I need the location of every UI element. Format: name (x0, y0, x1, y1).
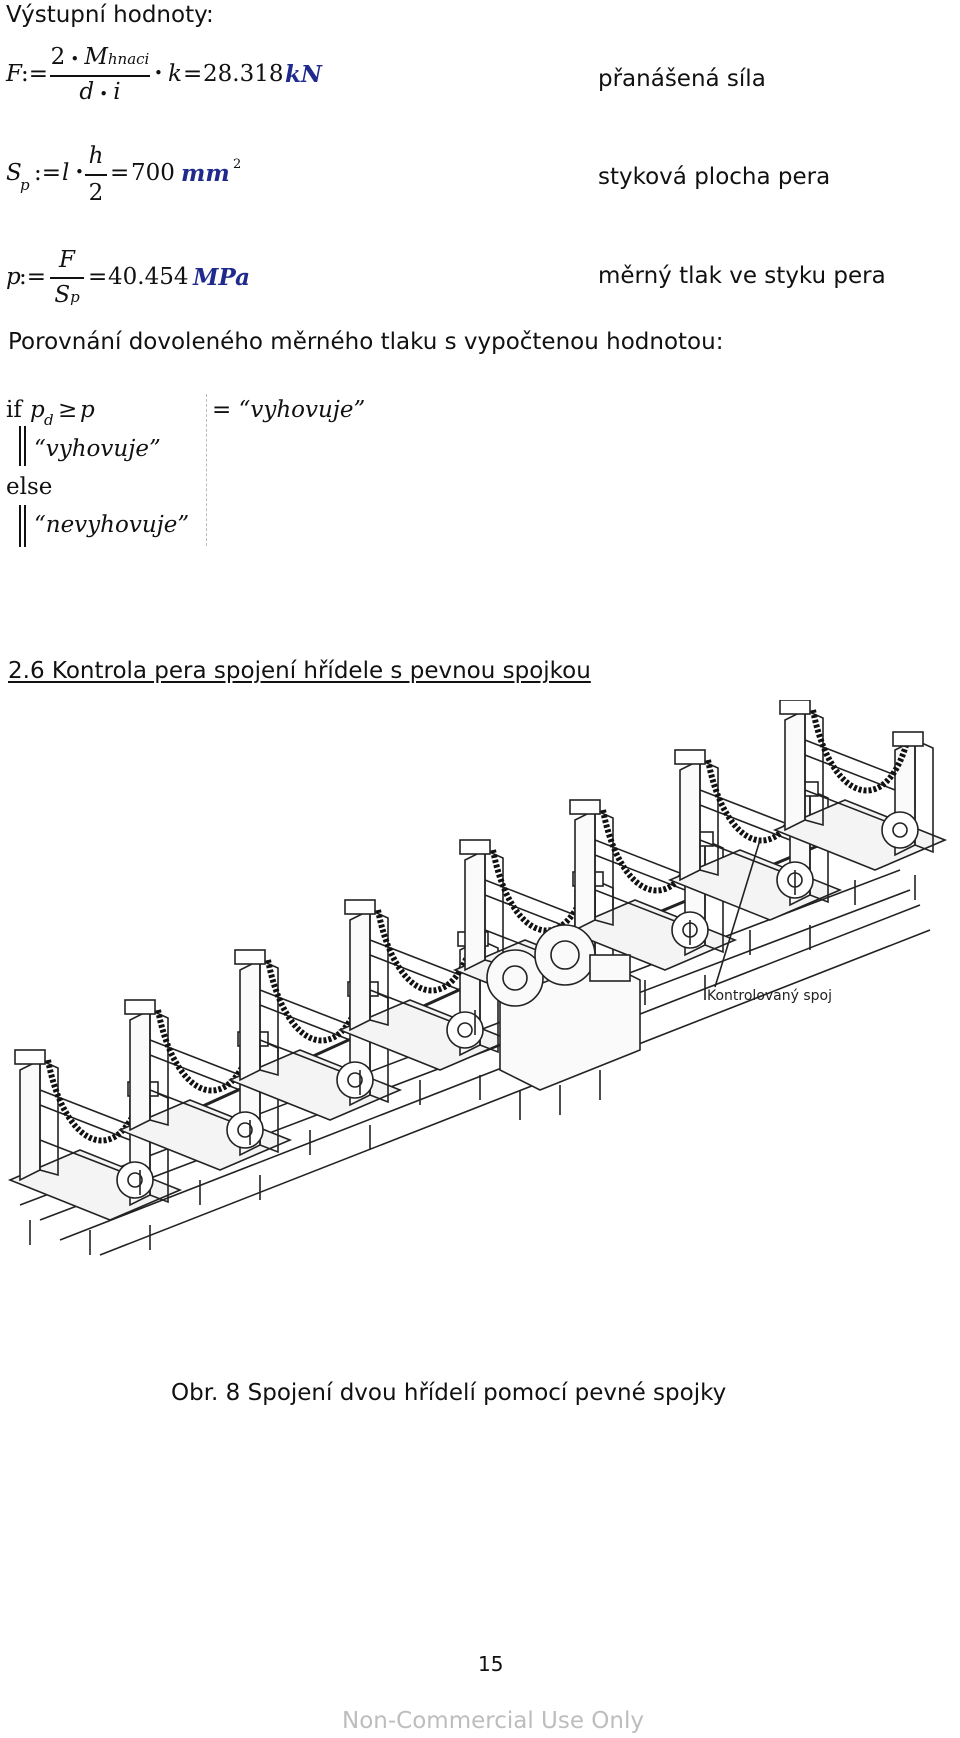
condition-rhs: p (80, 397, 95, 423)
section-heading: 2.6 Kontrola pera spojení hřídele s pevn… (8, 658, 591, 684)
outputs-heading: Výstupní hodnoty: (6, 2, 214, 28)
area-subscript: p (20, 176, 30, 194)
area-unit: mm (181, 160, 230, 187)
condition-subscript: d (44, 411, 54, 429)
assign-operator: := (21, 61, 49, 87)
area-description: styková plocha pera (598, 164, 831, 190)
fraction-line (50, 75, 150, 77)
equals-sign: = (110, 160, 130, 186)
height-numerator: h (88, 143, 104, 169)
force-symbol: F (6, 61, 22, 87)
else-bar-1 (19, 505, 21, 547)
area-symbol: S (6, 160, 22, 186)
area-unit-exponent: 2 (233, 157, 242, 172)
watermark: Non-Commercial Use Only (342, 1708, 644, 1734)
height-denominator: 2 (88, 180, 104, 206)
program-divider (206, 394, 208, 546)
callout-label: Kontrolovaný spoj (707, 988, 832, 1004)
fraction-line (50, 277, 84, 279)
comparison-text: Porovnání dovoleného měrného tlaku s vyp… (8, 329, 724, 355)
torque-symbol: M (84, 44, 108, 70)
torque-subscript: hnaci (107, 50, 150, 68)
equals-sign: = (88, 264, 108, 290)
page-number: 15 (478, 1652, 504, 1676)
fraction-line (85, 174, 107, 176)
key-count-symbol: i (113, 79, 121, 105)
then-bar-1 (19, 426, 21, 466)
coefficient-symbol: k (168, 61, 182, 87)
pressure-value: 40.454 (108, 264, 189, 290)
conveyor-drawing: Kontrolovaný spoj (0, 700, 960, 1380)
force-value: 28.318 (203, 61, 284, 87)
assign-operator: := (34, 160, 62, 186)
pressure-numerator: F (59, 247, 75, 273)
numerator-coefficient: 2 (50, 44, 66, 70)
else-value: “nevyhovuje” (34, 512, 190, 538)
figure-caption: Obr. 8 Spojení dvou hřídelí pomocí pevné… (171, 1380, 727, 1406)
force-unit: kN (285, 61, 322, 88)
pressure-symbol: p (6, 264, 21, 290)
assign-operator: := (19, 264, 47, 290)
area-value: 700 (131, 160, 175, 186)
force-description: přanášená síla (598, 66, 766, 92)
force-denominator: d • i (79, 79, 121, 105)
pressure-description: měrný tlak ve styku pera (598, 263, 886, 289)
program-result: = “vyhovuje” (212, 397, 366, 423)
force-numerator: 2 • Mhnaci (50, 44, 150, 70)
pressure-unit: MPa (193, 264, 251, 291)
equals-sign: = (183, 61, 203, 87)
pressure-denominator: Sp (54, 282, 80, 308)
else-keyword: else (6, 474, 53, 500)
then-bar-2 (24, 426, 26, 466)
then-value: “vyhovuje” (34, 436, 161, 462)
if-keyword: if (6, 397, 22, 423)
length-symbol: l (62, 160, 70, 186)
diameter-symbol: d (79, 79, 95, 105)
else-bar-2 (24, 505, 26, 547)
condition-operator: ≥ (58, 397, 78, 423)
condition-variable: p (30, 397, 45, 423)
callout-leader-line (714, 839, 761, 988)
